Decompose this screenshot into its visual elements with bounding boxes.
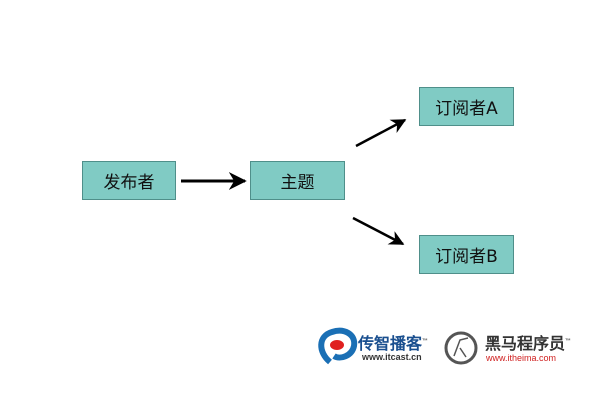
- publisher-node: 发布者: [82, 161, 176, 200]
- subscriber-a-label: 订阅者A: [435, 99, 498, 119]
- subscriber-b-node: 订阅者B: [419, 235, 514, 274]
- itheima-url: www.itheima.com: [486, 353, 557, 363]
- subscriber-b-label: 订阅者B: [435, 247, 498, 267]
- topic-label: 主题: [280, 173, 315, 193]
- itcast-url: www.itcast.cn: [362, 352, 422, 362]
- subscriber-a-node: 订阅者A: [419, 87, 514, 126]
- itheima-logo-icon: [444, 331, 478, 365]
- arrow-topic-to-subscriber-a: [355, 118, 407, 148]
- itcast-name: 传智播客™: [358, 336, 429, 353]
- itcast-logo-icon: [318, 327, 358, 365]
- arrow-topic-to-subscriber-b: [352, 216, 405, 246]
- itheima-name: 黑马程序员™: [485, 336, 572, 353]
- topic-node: 主题: [250, 161, 345, 200]
- publisher-label: 发布者: [103, 173, 155, 193]
